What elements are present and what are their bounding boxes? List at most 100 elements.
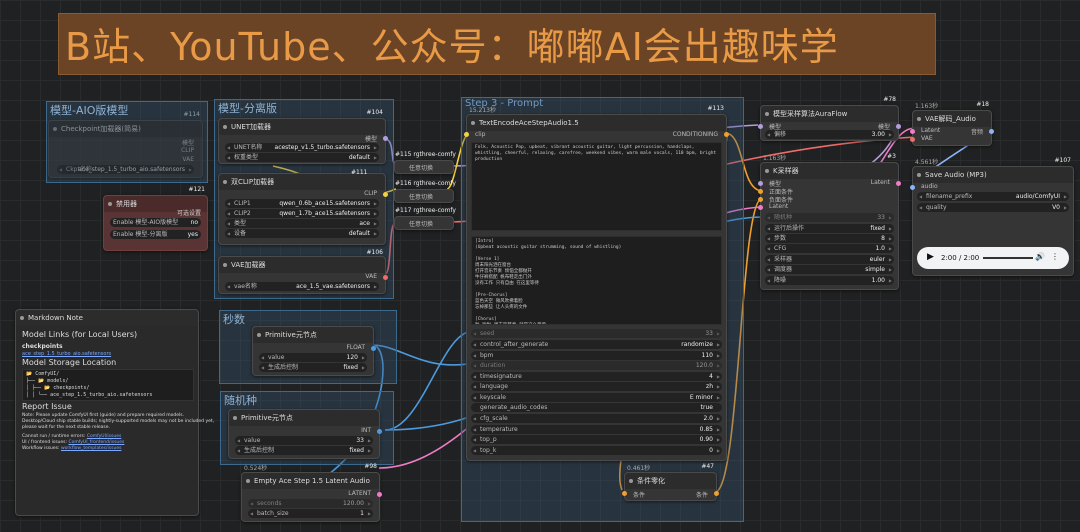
conditioning-zero-out-node[interactable]: 0.461秒 #47 条件零化 条件 条件: [622, 463, 719, 501]
dual-clip-loader-node[interactable]: 双CLIP加载器 CLIP CLIP1qwen_0.6b_ace15.safet…: [218, 173, 388, 245]
output-audio[interactable]: 音频: [970, 129, 983, 136]
md-issue-link[interactable]: ComfyUI_frontend/issues: [68, 440, 125, 445]
audio-output-dot[interactable]: [989, 129, 994, 134]
input-conditioning[interactable]: 条件: [633, 492, 646, 499]
negative-input-dot[interactable]: [758, 197, 763, 202]
input-model[interactable]: 模型: [769, 124, 782, 131]
clip-input-dot[interactable]: [464, 132, 469, 137]
audio-input-dot[interactable]: [910, 185, 915, 190]
input-model[interactable]: 模型: [769, 181, 782, 188]
int-output-dot[interactable]: [377, 429, 382, 434]
model-input-dot[interactable]: [758, 124, 763, 129]
ksampler-node[interactable]: 1.163秒 #3 K采样器 Latent 模型 正面条件 负面条件 Laten…: [758, 153, 901, 290]
any-switch-vae-node[interactable]: #117 rgthree-comfy 任意切换: [394, 207, 456, 230]
latent-input-dot[interactable]: [910, 129, 915, 134]
top-k-widget[interactable]: top_k0: [471, 446, 722, 455]
text-encode-ace-step-node[interactable]: 15.213秒 #113 TextEncodeAceStepAudio1.5 c…: [464, 105, 729, 461]
player-progress[interactable]: [983, 257, 1033, 259]
empty-latent-audio-node[interactable]: 0.524秒 #98 Empty Ace Step 1.5 Latent Aud…: [241, 463, 382, 522]
input-clip[interactable]: clip: [475, 131, 486, 138]
output-vae[interactable]: VAE: [365, 273, 377, 280]
output-latent[interactable]: LATENT: [348, 490, 371, 497]
save-audio-mp3-node[interactable]: 4.561秒 #107 Save Audio (MP3) audio filen…: [910, 157, 1074, 276]
output-int[interactable]: INT: [361, 427, 371, 434]
output-model[interactable]: 模型: [877, 124, 890, 131]
output-model[interactable]: 模型: [364, 136, 377, 143]
conditioning-output-dot[interactable]: [714, 491, 719, 496]
more-options-icon[interactable]: ⋮: [1051, 252, 1059, 261]
top-p-widget[interactable]: top_p0.90: [471, 435, 722, 444]
conditioning-input-dot[interactable]: [622, 491, 627, 496]
md-ckpt-link[interactable]: ace_step_1.5_turbo_aio.safetensors: [22, 351, 112, 357]
md-issue-link[interactable]: ComfyUI/issues: [86, 434, 122, 439]
latent-input-dot[interactable]: [758, 205, 763, 210]
input-audio[interactable]: audio: [921, 183, 938, 190]
shift-widget[interactable]: 偏移3.00: [765, 130, 894, 139]
model-input-dot[interactable]: [758, 181, 763, 186]
unet-loader-node[interactable]: #104 UNET加载器 模型 UNET名称acestep_v1.5_turbo…: [218, 109, 388, 164]
vae-decode-audio-node[interactable]: 1.163秒 #18 VAE解码_Audio Latent VAE 音频: [910, 101, 994, 146]
audio-player[interactable]: ▶ 2:00 / 2:00 🔊 ⋮: [917, 247, 1069, 269]
input-latent[interactable]: Latent: [769, 203, 789, 210]
input-negative[interactable]: 负面条件: [769, 197, 794, 204]
output-float[interactable]: FLOAT: [346, 344, 365, 351]
volume-icon[interactable]: 🔊: [1035, 252, 1045, 261]
any-switch-clip-node[interactable]: #111 #116 rgthree-comfy 任意切换: [351, 169, 456, 203]
float-output-dot[interactable]: [371, 346, 376, 351]
latent-output-dot[interactable]: [377, 492, 382, 497]
input-vae[interactable]: VAE: [921, 135, 933, 142]
output-conditioning[interactable]: 条件: [695, 492, 708, 499]
output-model[interactable]: 模型: [181, 140, 194, 147]
checkpoint-loader-node[interactable]: #114 Checkpoint加载器(简易) 模型 CLIP VAE Ckpt名…: [48, 111, 203, 178]
clip-output-dot[interactable]: [383, 192, 388, 197]
play-icon[interactable]: ▶: [927, 252, 934, 262]
model-sampling-auraflow-node[interactable]: #78 模型采样算法AuraFlow 模型 模型 偏移3.00: [758, 96, 901, 141]
input-positive[interactable]: 正面条件: [769, 189, 794, 196]
latent-output-dot[interactable]: [896, 181, 901, 186]
conditioning-output-dot[interactable]: [724, 132, 729, 137]
input-latent[interactable]: Latent: [921, 127, 941, 134]
output-clip[interactable]: CLIP: [364, 190, 377, 197]
lyrics-textarea[interactable]: [Intro] (Upbeat acoustic guitar strummin…: [471, 236, 722, 325]
tags-textarea[interactable]: Folk, Acoustic Pop, upbeat, vibrant acou…: [471, 142, 722, 231]
positive-input-dot[interactable]: [758, 189, 763, 194]
steps-widget[interactable]: 步数8: [765, 234, 894, 243]
vae-loader-node[interactable]: #106 VAE加载器 VAE vae名称ace_1.5_vae.safeten…: [218, 249, 388, 294]
output-clip[interactable]: CLIP: [181, 147, 194, 154]
vae-input-dot[interactable]: [910, 137, 915, 142]
markdown-note-node[interactable]: Markdown Note Model Links (for Local Use…: [15, 309, 214, 516]
denoise-widget[interactable]: 降噪1.00: [765, 276, 894, 285]
output-latent[interactable]: Latent: [870, 179, 890, 186]
md-issue-link[interactable]: workflow_templates/issues: [60, 446, 122, 451]
